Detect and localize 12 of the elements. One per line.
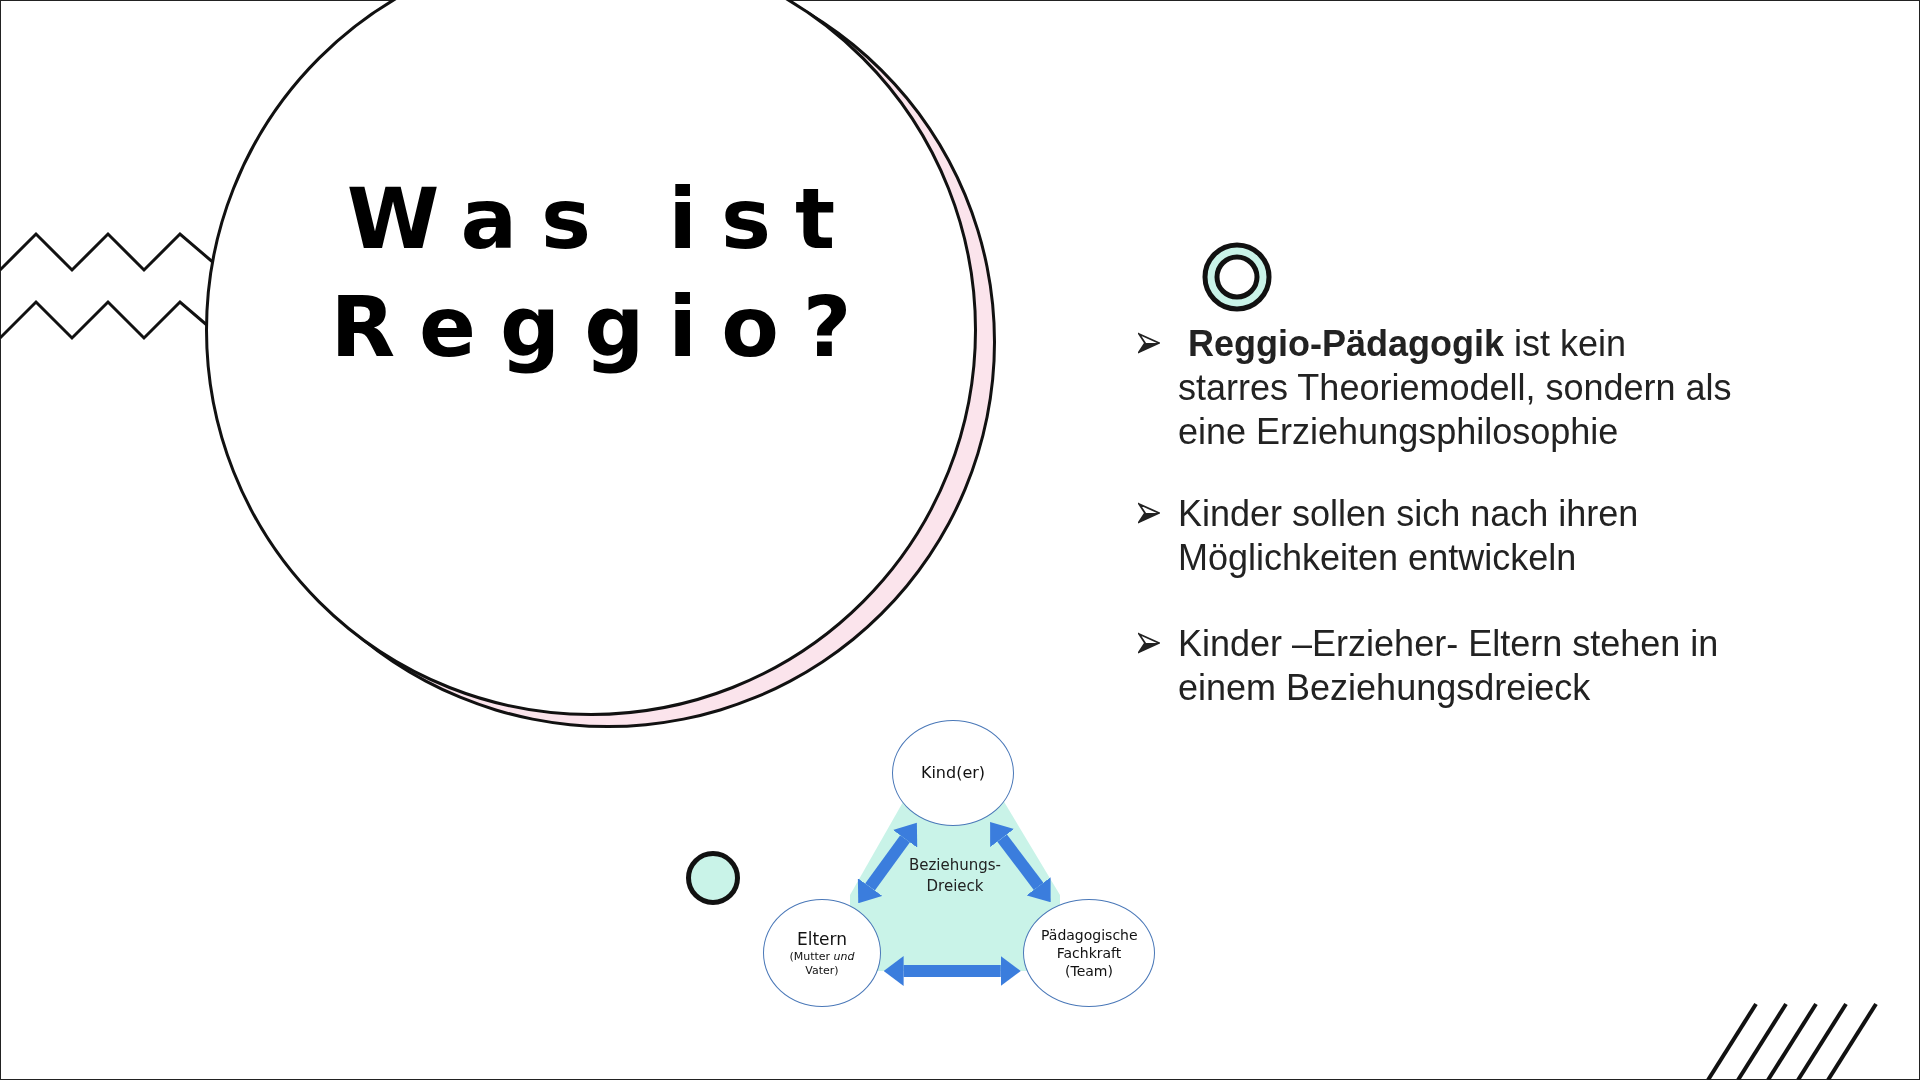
node-label: Eltern	[796, 927, 848, 950]
double-arrow	[990, 822, 1051, 903]
area-label: Beziehungs- Dreieck	[907, 855, 1003, 897]
bullet-text: Reggio-Pädagogik ist kein starres Theoriemodell, sondern als eine Erziehungsphilosophie	[1178, 322, 1733, 454]
bullet-text: Kinder sollen sich nach ihren Möglichkeiten entwickeln	[1178, 492, 1640, 580]
node-label: (Mutter und Vater)	[788, 949, 856, 979]
node-label: Kind(er)	[920, 762, 986, 784]
title-text: Was ist Reggio?	[329, 169, 877, 378]
node-label: Pädagogische Fachkraft (Team)	[1041, 925, 1137, 981]
double-arrow	[883, 956, 1021, 986]
double-arrow	[857, 822, 918, 904]
bullet-text: Kinder –Erzieher- Eltern stehen in einem Beziehungsdreieck	[1178, 622, 1720, 710]
